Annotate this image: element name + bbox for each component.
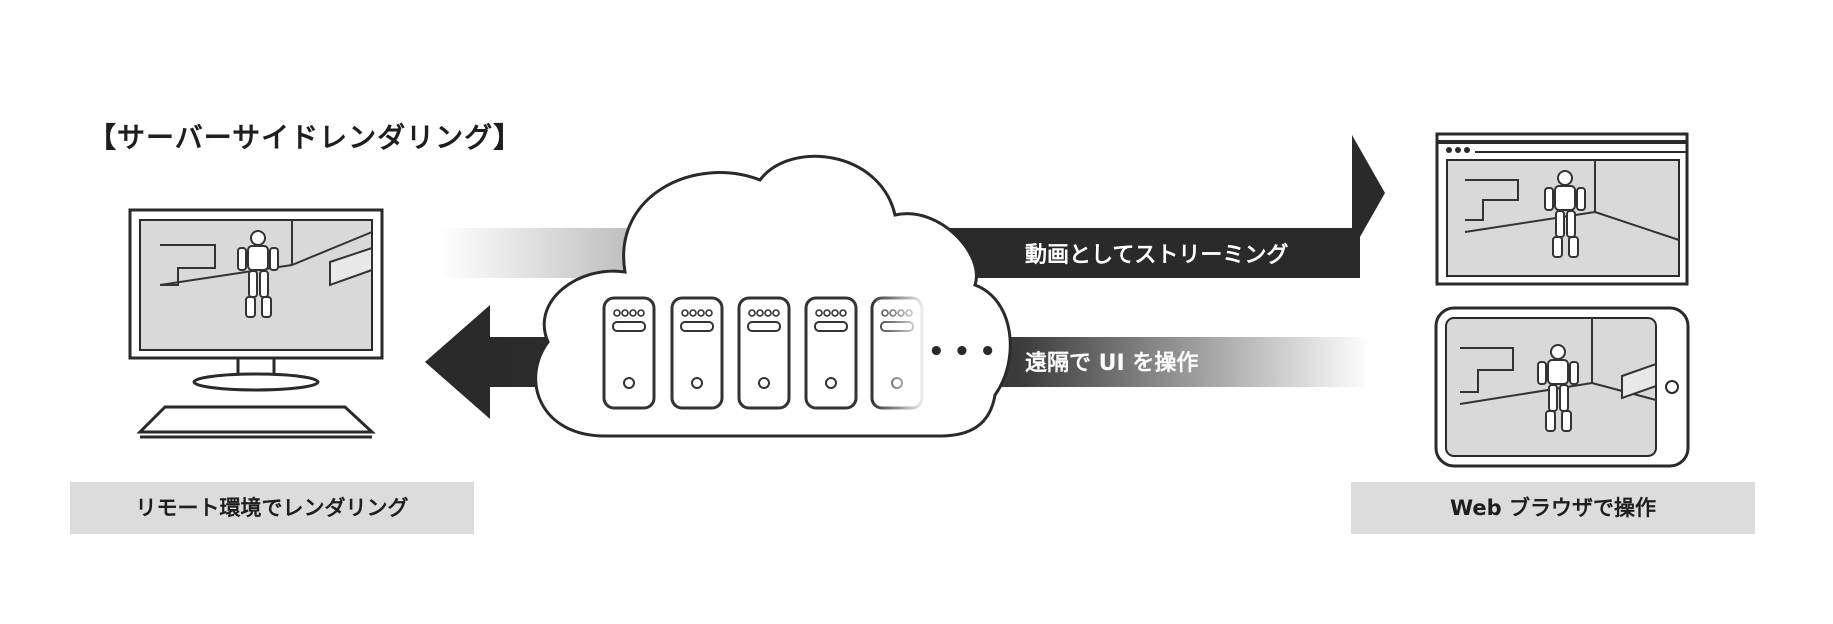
browser-window (1435, 132, 1689, 286)
server-unit-1 (602, 296, 656, 410)
remote-ui-label: 遠隔で UI を操作 (1025, 350, 1198, 376)
home-button-icon (1665, 380, 1679, 394)
window-dot-icon (1464, 147, 1470, 153)
window-dot-icon (1455, 147, 1461, 153)
diagram-title: 【サーバーサイドレンダリング】 (88, 121, 523, 154)
window-dot-icon (1446, 147, 1452, 153)
right-caption: Web ブラウザで操作 (1351, 482, 1755, 534)
server-unit-2 (670, 296, 724, 410)
streaming-label: 動画としてストリーミング (1025, 242, 1288, 268)
desktop-monitor (128, 208, 384, 439)
tablet-device (1434, 306, 1690, 468)
server-rack (602, 294, 928, 412)
server-unit-3 (737, 296, 791, 410)
server-unit-4 (804, 296, 858, 410)
more-servers-ellipsis: • • • (928, 337, 996, 367)
left-caption: リモート環境でレンダリング (70, 482, 474, 534)
